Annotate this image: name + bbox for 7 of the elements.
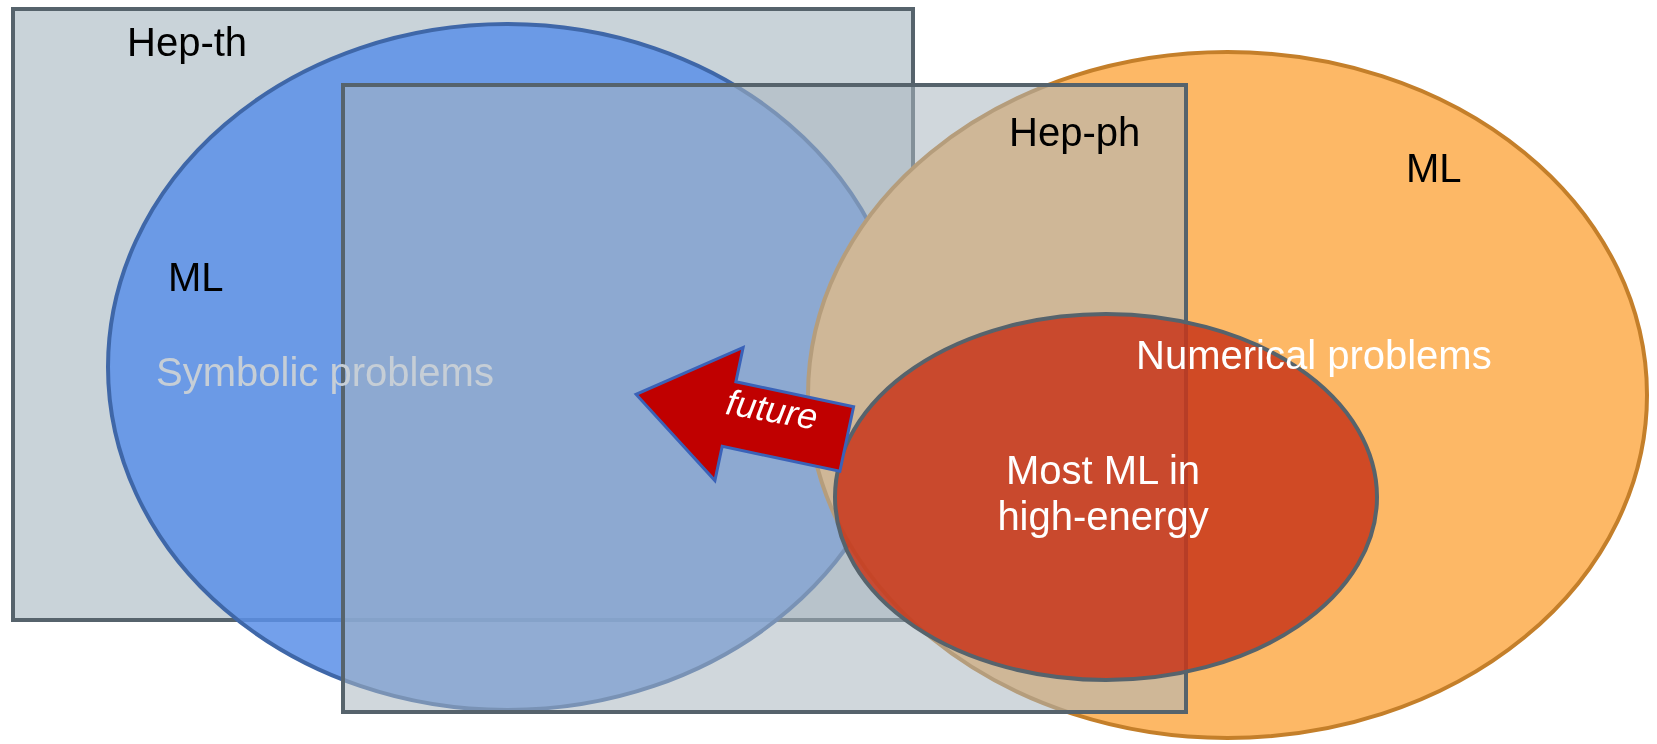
edge-label: future: [723, 381, 822, 439]
block-arrow: [633, 344, 856, 484]
region-label: ML: [1406, 145, 1462, 191]
region-label: ML: [168, 254, 224, 300]
region-label: Hep-th: [127, 19, 248, 65]
region-label: Hep-ph: [1009, 109, 1141, 155]
region-text: Most ML in high-energy: [996, 447, 1210, 539]
